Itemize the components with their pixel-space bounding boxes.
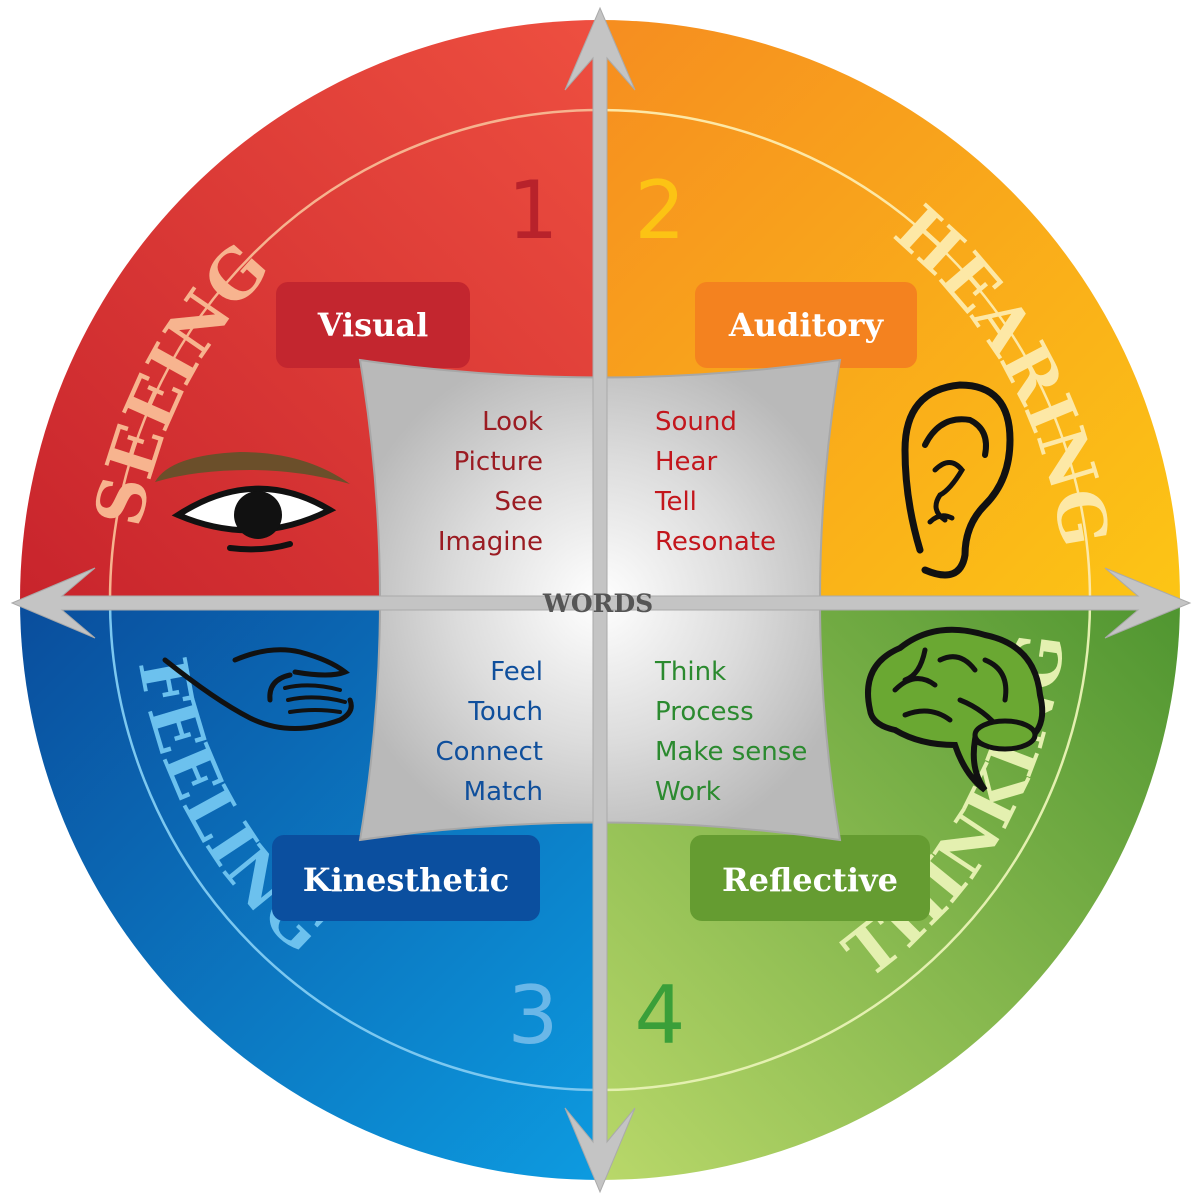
style-label-feeling: Kinesthetic [272,835,540,921]
ear-icon [901,381,1014,579]
word-feeling-4: Match [464,777,543,807]
word-seeing-2: Picture [454,447,543,477]
eye-icon [155,452,350,553]
word-seeing-4: Imagine [438,527,543,557]
vertical-axis-arrow [564,6,636,1194]
word-seeing-1: Look [482,407,543,437]
quadrant-number-feeling: 3 [508,969,559,1062]
style-label-thinking: Reflective [690,835,930,921]
svg-text:Kinesthetic: Kinesthetic [303,861,509,899]
inner-ring-thinking [599,599,1092,1092]
word-thinking-3: Make sense [655,737,807,767]
word-feeling-2: Touch [467,697,543,727]
inner-ring-seeing [108,108,601,601]
style-label-seeing: Visual [276,282,470,368]
svg-text:Visual: Visual [317,306,429,344]
inner-ring-hearing [599,108,1092,601]
word-feeling-1: Feel [490,657,543,687]
word-hearing-4: Resonate [655,527,776,557]
word-seeing-3: See [495,487,544,517]
svg-text:Auditory: Auditory [728,306,885,344]
quadrant-number-hearing: 2 [635,164,686,257]
hand-icon [162,647,354,731]
svg-text:Reflective: Reflective [722,861,898,899]
inner-ring-feeling [108,599,601,1092]
word-hearing-1: Sound [655,407,737,437]
word-thinking-1: Think [654,657,726,687]
word-hearing-3: Tell [654,487,697,517]
quadrant-number-seeing: 1 [508,164,559,257]
brain-icon [865,626,1046,793]
center-label: WORDS [542,589,653,618]
word-thinking-4: Work [655,777,721,807]
style-label-hearing: Auditory [695,282,917,368]
word-thinking-2: Process [655,697,754,727]
quadrant-number-thinking: 4 [635,969,686,1062]
word-hearing-2: Hear [655,447,717,477]
word-feeling-3: Connect [435,737,543,767]
